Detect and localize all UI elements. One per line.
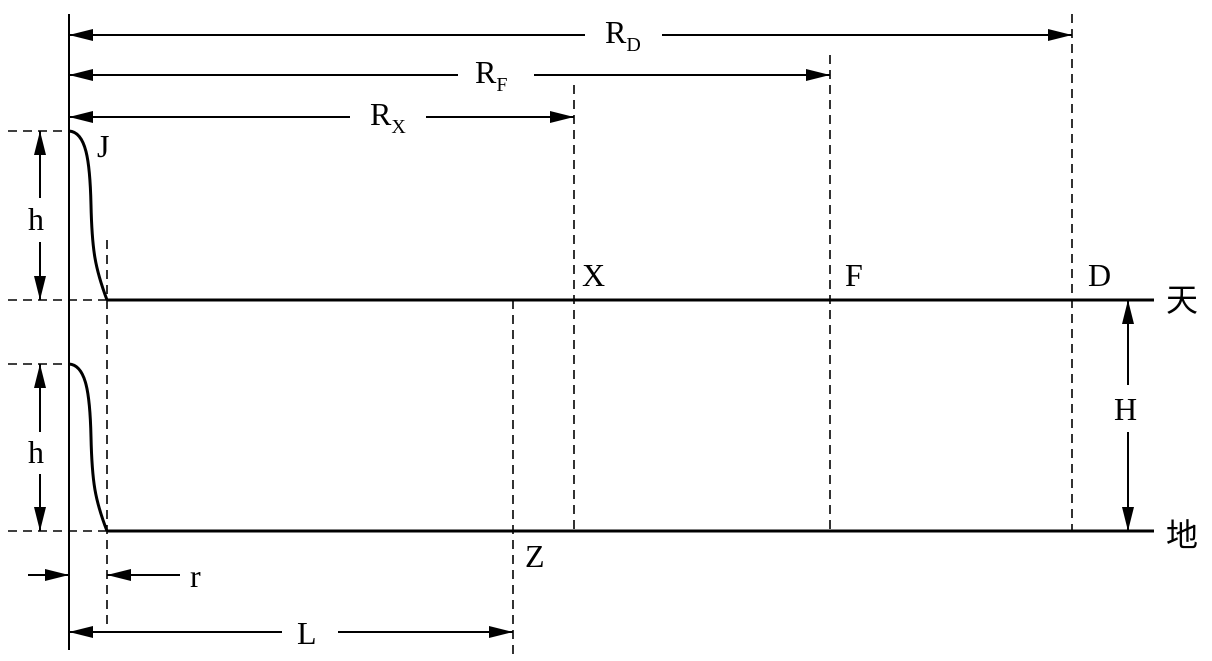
h-upper-label: h — [28, 201, 44, 237]
lower-line-label: 地 — [1166, 516, 1198, 554]
point-j-label: J — [97, 128, 109, 164]
upper-curve — [68, 129, 109, 301]
r-label: r — [190, 558, 201, 594]
point-f-label: F — [845, 257, 863, 293]
r-f-label: RF — [475, 54, 507, 96]
h-lower-label: h — [28, 434, 44, 470]
upper-line-label: 天 — [1166, 281, 1198, 319]
point-x-label: X — [582, 257, 605, 293]
lower-curve — [68, 362, 109, 532]
point-d-label: D — [1088, 257, 1111, 293]
big-h-label: H — [1114, 391, 1137, 427]
r-x-label: RX — [370, 96, 406, 138]
l-label: L — [297, 615, 317, 651]
point-z-label: Z — [525, 538, 545, 574]
r-d-label: RD — [605, 14, 641, 56]
